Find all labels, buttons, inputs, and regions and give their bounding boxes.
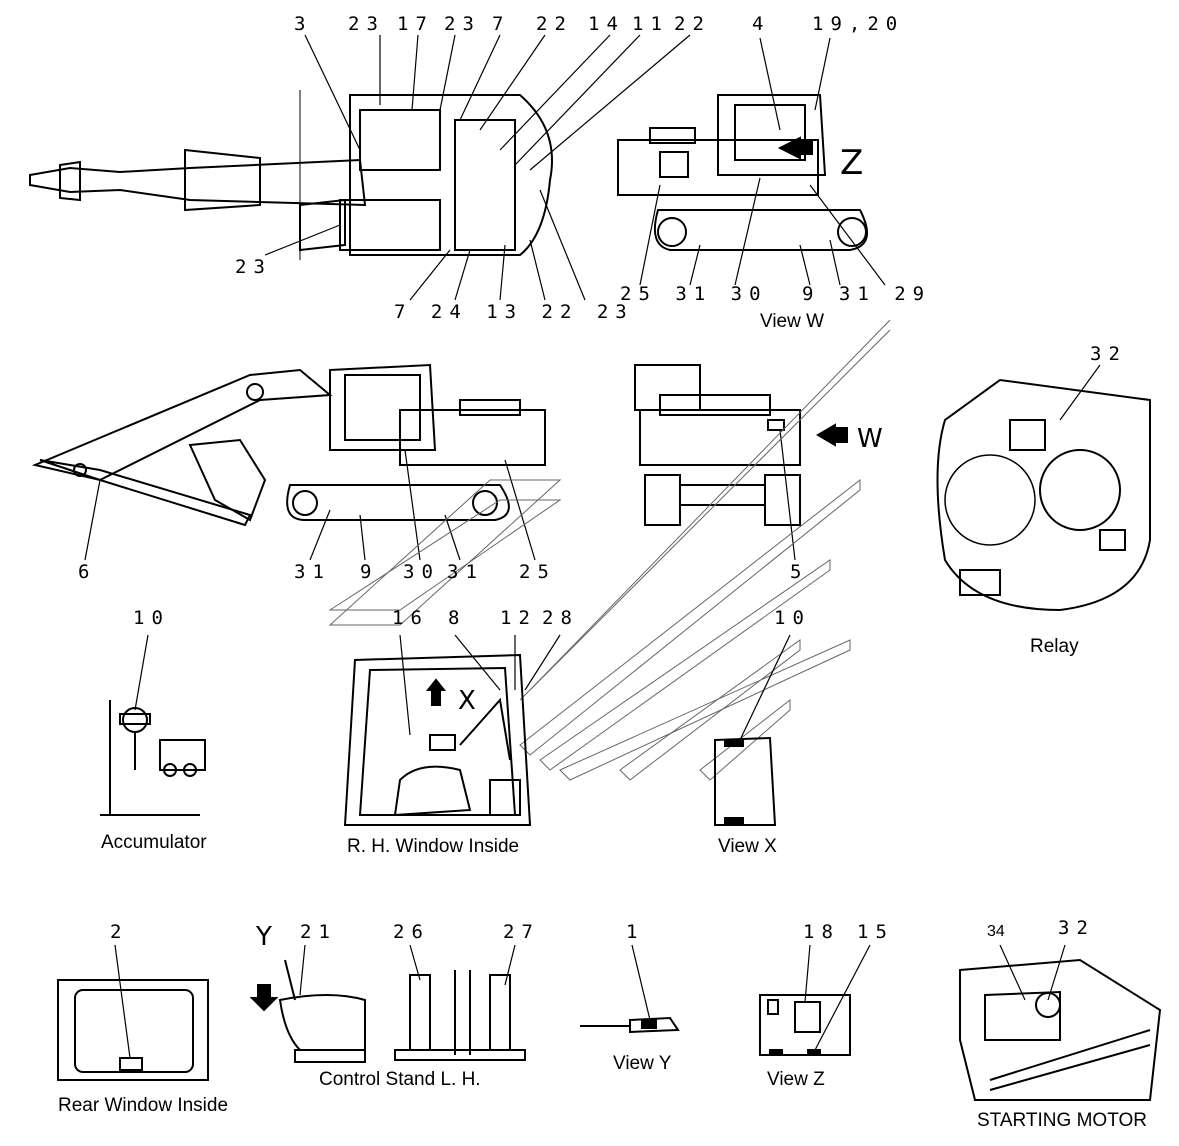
callout-2: 2 (110, 921, 129, 943)
callout-28: 28 (542, 607, 579, 629)
rear-view-machine (634, 364, 848, 561)
caption-view-y: View Y (613, 1053, 672, 1074)
relay-illustration (936, 364, 1151, 612)
rh-window-cab (343, 634, 561, 826)
view-y-arrow-label: Y (256, 922, 272, 952)
starting-motor-illustration (959, 944, 1162, 1101)
callout-32-motor: 32 (1058, 917, 1095, 939)
callout-4: 4 (752, 13, 771, 35)
caption-accumulator: Accumulator (101, 832, 207, 853)
callout-30: 30 (403, 561, 440, 583)
view-z-arrow-label: Z (840, 143, 864, 183)
callout-22-top-b: 22 (674, 13, 711, 35)
callout-19-20: 19,20 (812, 13, 905, 35)
excavator-side-view (31, 363, 546, 527)
callout-row-bottom: 7 24 13 22 23 (394, 301, 634, 323)
caption-control-stand: Control Stand L. H. (319, 1069, 481, 1090)
view-w-machine (617, 94, 869, 251)
callout-3-top: 3 (294, 13, 313, 35)
callout-25: 25 (519, 561, 556, 583)
callout-11: 11 (632, 13, 669, 35)
view-z-panel (759, 944, 871, 1056)
callout-23-top: 23 (348, 13, 385, 35)
callout-9: 9 (360, 561, 379, 583)
callout-31-a: 31 (294, 561, 331, 583)
caption-view-x: View X (718, 836, 777, 857)
side-leaders (84, 449, 536, 561)
callout-31-b: 31 (447, 561, 484, 583)
callout-17: 17 (397, 13, 434, 35)
callout-14: 14 (588, 13, 625, 35)
callout-7-top: 7 (492, 13, 511, 35)
callout-6: 6 (78, 561, 97, 583)
callout-10-view-x: 10 (774, 607, 811, 629)
caption-starting-motor: STARTING MOTOR (977, 1110, 1147, 1131)
callout-27: 27 (503, 921, 540, 943)
callout-row-view-w-b: 9 31 29 (802, 283, 932, 305)
view-reference-chevrons (328, 319, 891, 781)
top-leader-lines (264, 34, 691, 301)
callout-5: 5 (790, 561, 809, 583)
control-stand-illustration (249, 944, 526, 1063)
view-x-panel (714, 634, 791, 826)
callout-12: 12 (500, 607, 537, 629)
caption-rear-window-inside: Rear Window Inside (58, 1095, 229, 1116)
rear-window-frame (57, 944, 209, 1081)
callout-10-accumulator: 10 (133, 607, 170, 629)
callout-34: 34 (987, 923, 1005, 940)
view-x-arrow-label: X (458, 686, 476, 716)
callout-1: 1 (626, 921, 645, 943)
view-w-arrow-label: W (857, 424, 883, 454)
callout-row-view-w: 25 31 30 (620, 283, 768, 305)
caption-relay: Relay (1030, 636, 1079, 657)
callout-18: 18 (803, 921, 840, 943)
view-w-leaders (639, 37, 886, 286)
callout-16: 16 (392, 607, 429, 629)
caption-view-w: View W (760, 311, 825, 332)
excavator-top-view (29, 90, 553, 260)
callout-26: 26 (393, 921, 430, 943)
callout-23-left: 23 (235, 256, 272, 278)
caption-view-z: View Z (767, 1069, 825, 1090)
callout-8: 8 (448, 607, 467, 629)
callout-21: 21 (300, 921, 337, 943)
view-y-illustration (580, 944, 680, 1034)
callout-15: 15 (857, 921, 894, 943)
callout-23-top-b: 23 (444, 13, 481, 35)
callout-32-relay: 32 (1090, 343, 1127, 365)
accumulator-illustration (100, 634, 206, 816)
callout-22-top: 22 (536, 13, 573, 35)
caption-rh-window-inside: R. H. Window Inside (347, 836, 520, 857)
